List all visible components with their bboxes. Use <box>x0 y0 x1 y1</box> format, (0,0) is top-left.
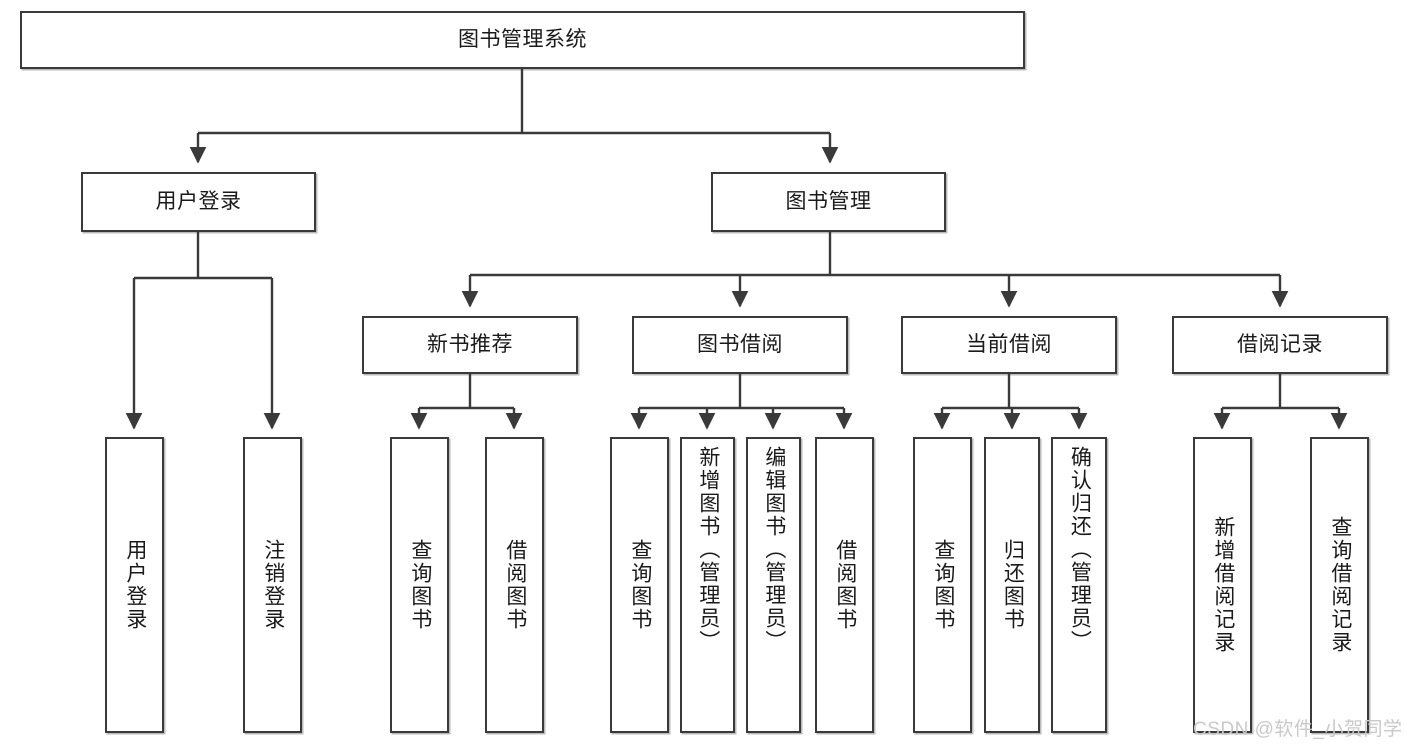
watermark-text: CSDN @软件_小贺同学 <box>1193 719 1403 740</box>
node-current-borrow[interactable]: 当前借阅 <box>901 316 1117 374</box>
leaf-query-book-recommend-label: 查询图书 <box>408 539 432 631</box>
leaf-query-book-borrow-label: 查询图书 <box>628 539 652 631</box>
node-current-borrow-label: 当前借阅 <box>966 332 1052 356</box>
leaf-confirm-return-admin[interactable]: 确认归还（管理员） <box>1051 437 1107 733</box>
leaf-query-book-current-label: 查询图书 <box>931 539 955 631</box>
leaf-edit-book-admin-label: 编辑图书（管理员） <box>762 446 786 653</box>
node-book-borrow-label: 图书借阅 <box>697 332 783 356</box>
leaf-add-borrow-record-label: 新增借阅记录 <box>1211 516 1235 654</box>
node-borrow-record[interactable]: 借阅记录 <box>1172 316 1388 374</box>
leaf-user-login-label: 用户登录 <box>123 539 147 631</box>
leaf-confirm-return-admin-label: 确认归还（管理员） <box>1068 446 1092 653</box>
leaf-add-book-admin[interactable]: 新增图书（管理员） <box>680 437 735 733</box>
leaf-user-logout-label: 注销登录 <box>261 539 285 631</box>
leaf-user-login[interactable]: 用户登录 <box>105 437 164 733</box>
leaf-borrow-book-recommend[interactable]: 借阅图书 <box>485 437 544 733</box>
node-borrow-record-label: 借阅记录 <box>1237 332 1323 356</box>
leaf-borrow-book[interactable]: 借阅图书 <box>815 437 874 733</box>
leaf-query-book-current[interactable]: 查询图书 <box>913 437 972 733</box>
node-book-management[interactable]: 图书管理 <box>711 172 946 232</box>
leaf-add-borrow-record[interactable]: 新增借阅记录 <box>1193 437 1252 733</box>
node-root-label: 图书管理系统 <box>458 27 587 51</box>
leaf-add-book-admin-label: 新增图书（管理员） <box>696 446 720 653</box>
node-root[interactable]: 图书管理系统 <box>20 11 1025 69</box>
leaf-user-logout[interactable]: 注销登录 <box>243 437 302 733</box>
leaf-borrow-book-recommend-label: 借阅图书 <box>503 539 527 631</box>
leaf-query-book-recommend[interactable]: 查询图书 <box>390 437 449 733</box>
leaf-edit-book-admin[interactable]: 编辑图书（管理员） <box>746 437 801 733</box>
leaf-query-book-borrow[interactable]: 查询图书 <box>610 437 669 733</box>
node-new-book-recommend-label: 新书推荐 <box>427 332 513 356</box>
leaf-return-book[interactable]: 归还图书 <box>984 437 1040 733</box>
node-user-login-label: 用户登录 <box>155 189 242 213</box>
node-book-management-label: 图书管理 <box>785 189 872 213</box>
leaf-query-borrow-record-label: 查询借阅记录 <box>1328 516 1352 654</box>
leaf-query-borrow-record[interactable]: 查询借阅记录 <box>1310 437 1369 733</box>
leaf-return-book-label: 归还图书 <box>1001 539 1025 631</box>
node-book-borrow[interactable]: 图书借阅 <box>632 316 848 374</box>
leaf-borrow-book-label: 借阅图书 <box>833 539 857 631</box>
node-new-book-recommend[interactable]: 新书推荐 <box>362 316 578 374</box>
node-user-login[interactable]: 用户登录 <box>81 172 316 232</box>
